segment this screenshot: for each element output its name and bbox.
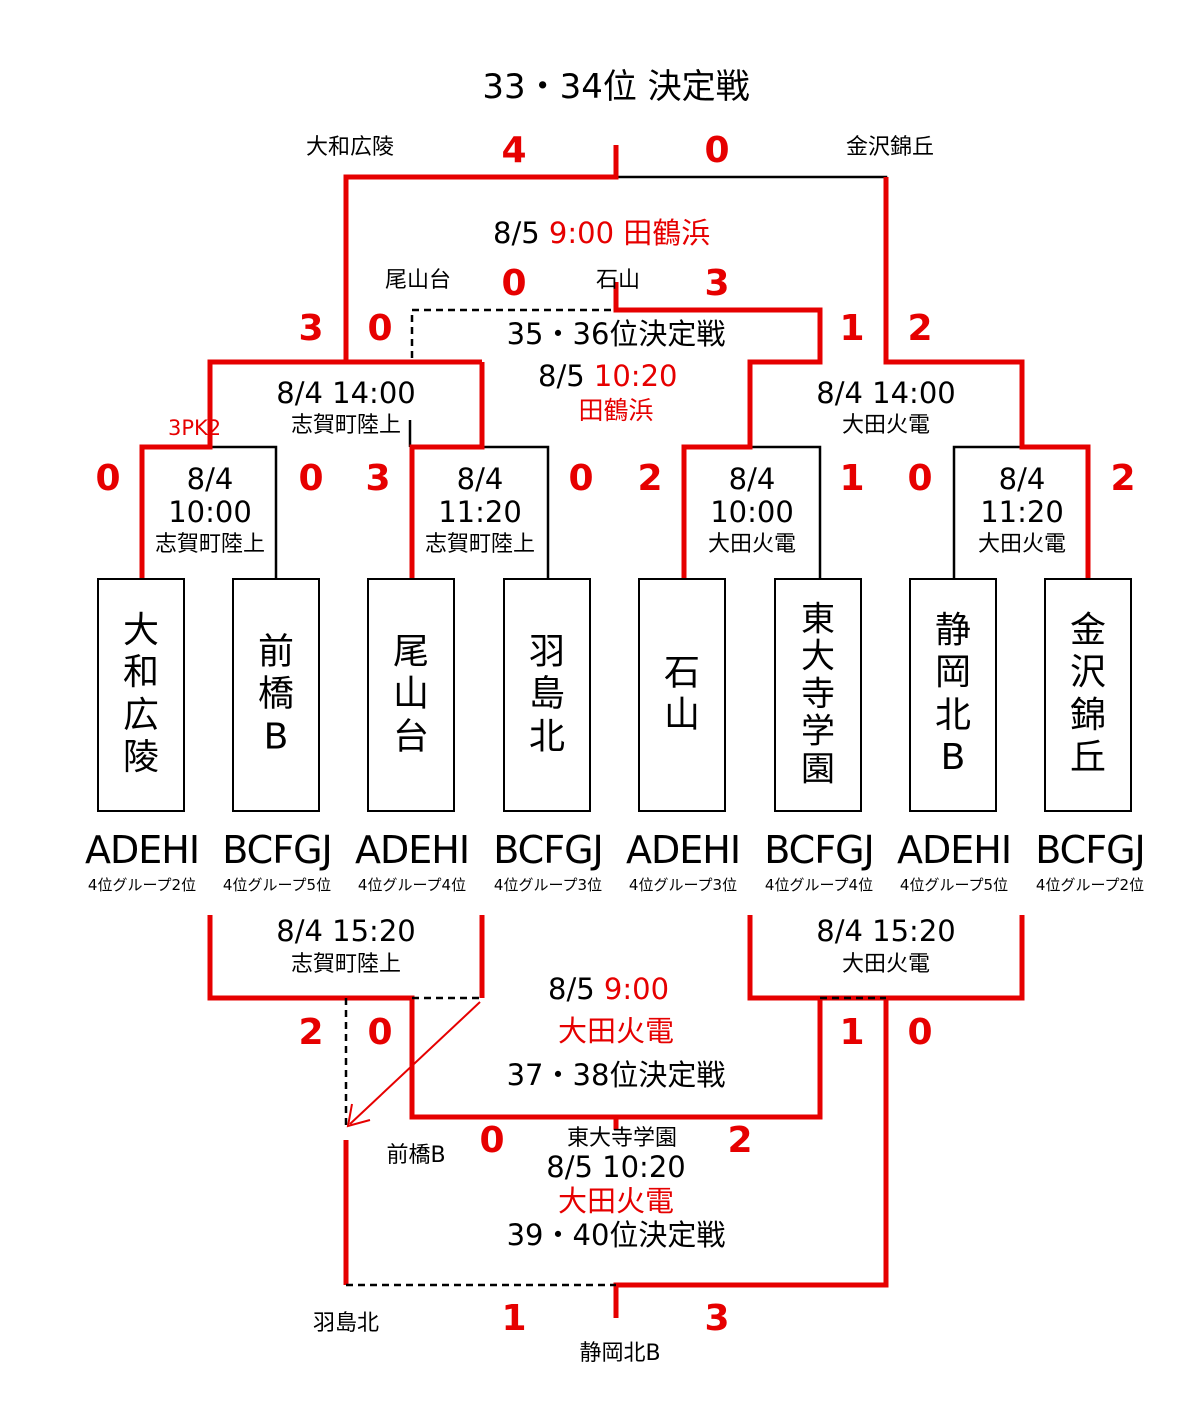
lower-semi2-score-right: 0 xyxy=(907,1012,933,1053)
r1-m1-score-left: 0 xyxy=(95,458,121,499)
match-3940-left-score: 1 xyxy=(501,1298,527,1339)
lower-semi1-venue: 志賀町陸上 xyxy=(290,952,402,977)
r1-m4-time: 11:20 xyxy=(980,495,1064,529)
team-box-8: 金沢錦丘 xyxy=(1044,578,1132,812)
final-left-team: 大和広陵 xyxy=(305,135,395,160)
match-3536-right-team: 石山 xyxy=(595,268,641,293)
match-3536-schedule: 8/5 10:20 xyxy=(538,359,678,393)
team-name: 東大寺学園 xyxy=(801,599,835,790)
match-3940-date: 8/5 10:20 xyxy=(546,1150,686,1184)
r1-m3-score-right: 1 xyxy=(839,458,865,499)
match-3940-label: 39・40位決定戦 xyxy=(506,1218,726,1252)
match-3738-left-score: 0 xyxy=(479,1120,505,1161)
semi1-score-left: 3 xyxy=(298,308,324,349)
match-3940-left-team: 羽島北 xyxy=(312,1311,380,1336)
r1-m4-score-left: 0 xyxy=(907,458,933,499)
team-box-1: 大和広陵 xyxy=(97,578,185,812)
r1-m1-score-right: 0 xyxy=(298,458,324,499)
match-3738-schedule: 8/5 9:00 xyxy=(548,972,670,1006)
team-code-1: ADEHI xyxy=(84,828,200,872)
r1-m2-score-left: 3 xyxy=(365,458,391,499)
team-box-5: 石山 xyxy=(638,578,726,812)
team-box-6: 東大寺学園 xyxy=(774,578,862,812)
team-rank-3: 4位グループ4位 xyxy=(357,876,467,894)
semi1-date: 8/4 14:00 xyxy=(276,376,416,410)
r1-m3-date: 8/4 xyxy=(728,462,776,496)
match-3738-right-score: 2 xyxy=(727,1120,753,1161)
team-rank-5: 4位グループ3位 xyxy=(628,876,738,894)
semi2-score-left: 1 xyxy=(839,308,865,349)
final-schedule: 8/5 9:00 田鶴浜 xyxy=(493,216,711,250)
r1-m4-date: 8/4 xyxy=(998,462,1046,496)
team-rank-6: 4位グループ4位 xyxy=(764,876,874,894)
team-code-2: BCFGJ xyxy=(222,828,332,872)
r1-m1-venue: 志賀町陸上 xyxy=(154,532,266,557)
match-3536-label: 35・36位決定戦 xyxy=(506,317,726,351)
r1-m3-score-left: 2 xyxy=(637,458,663,499)
team-code-5: ADEHI xyxy=(625,828,741,872)
match-3738-label: 37・38位決定戦 xyxy=(506,1058,726,1092)
match-3536-left-team: 尾山台 xyxy=(384,268,452,293)
team-name: 石山 xyxy=(663,652,700,736)
team-name: 尾山台 xyxy=(392,631,429,758)
team-code-3: ADEHI xyxy=(354,828,470,872)
final-right-score: 0 xyxy=(704,130,730,171)
match-3536-right-score: 3 xyxy=(704,263,730,304)
team-rank-1: 4位グループ2位 xyxy=(87,876,197,894)
lower-semi2-date: 8/4 15:20 xyxy=(816,914,956,948)
r1-m3-venue: 大田火電 xyxy=(707,532,797,557)
team-name: 羽島北 xyxy=(528,631,565,758)
match-3536-venue: 田鶴浜 xyxy=(578,396,654,425)
bracket-winning-lines xyxy=(139,145,1091,578)
team-name: 大和広陵 xyxy=(122,610,159,779)
team-code-4: BCFGJ xyxy=(493,828,603,872)
match-3738-venue: 大田火電 xyxy=(557,1014,675,1048)
match-3940-right-score: 3 xyxy=(704,1298,730,1339)
r1-m4-venue: 大田火電 xyxy=(977,532,1067,557)
final-left-score: 4 xyxy=(501,130,527,171)
r1-m2-date: 8/4 xyxy=(456,462,504,496)
match-3536-left-score: 0 xyxy=(501,263,527,304)
team-code-6: BCFGJ xyxy=(764,828,874,872)
semi2-venue: 大田火電 xyxy=(841,413,931,438)
r1-m2-time: 11:20 xyxy=(438,495,522,529)
semi2-score-right: 2 xyxy=(907,308,933,349)
r1-m1-time: 10:00 xyxy=(168,495,252,529)
team-rank-8: 4位グループ2位 xyxy=(1035,876,1145,894)
lower-semi2-score-left: 1 xyxy=(839,1012,865,1053)
team-box-3: 尾山台 xyxy=(367,578,455,812)
r1-m2-venue: 志賀町陸上 xyxy=(424,532,536,557)
team-box-4: 羽島北 xyxy=(503,578,591,812)
match-3940-right-team: 静岡北B xyxy=(579,1341,661,1366)
lower-semi2-venue: 大田火電 xyxy=(841,952,931,977)
match-3940-venue: 大田火電 xyxy=(557,1184,675,1218)
r1-m2-score-right: 0 xyxy=(568,458,594,499)
team-rank-4: 4位グループ3位 xyxy=(493,876,603,894)
team-rank-7: 4位グループ5位 xyxy=(899,876,1009,894)
lower-semi1-score-left: 2 xyxy=(298,1012,324,1053)
lower-semi1-date: 8/4 15:20 xyxy=(276,914,416,948)
page-title: 33・34位 決定戦 xyxy=(482,67,750,107)
semi1-pk: 3PK2 xyxy=(168,416,222,440)
team-name: 金沢錦丘 xyxy=(1069,610,1106,779)
r1-m4-score-right: 2 xyxy=(1110,458,1136,499)
match-3738-left-team: 前橋B xyxy=(386,1143,446,1168)
r1-m1-date: 8/4 xyxy=(186,462,234,496)
team-code-7: ADEHI xyxy=(896,828,1012,872)
semi1-venue: 志賀町陸上 xyxy=(290,413,402,438)
lower-semi1-score-right: 0 xyxy=(367,1012,393,1053)
final-right-team: 金沢錦丘 xyxy=(845,135,935,160)
match-3738-right-team: 東大寺学園 xyxy=(566,1126,678,1151)
team-code-8: BCFGJ xyxy=(1035,828,1145,872)
semi2-date: 8/4 14:00 xyxy=(816,376,956,410)
semi1-score-right: 0 xyxy=(367,308,393,349)
r1-m3-time: 10:00 xyxy=(710,495,794,529)
team-rank-2: 4位グループ5位 xyxy=(222,876,332,894)
